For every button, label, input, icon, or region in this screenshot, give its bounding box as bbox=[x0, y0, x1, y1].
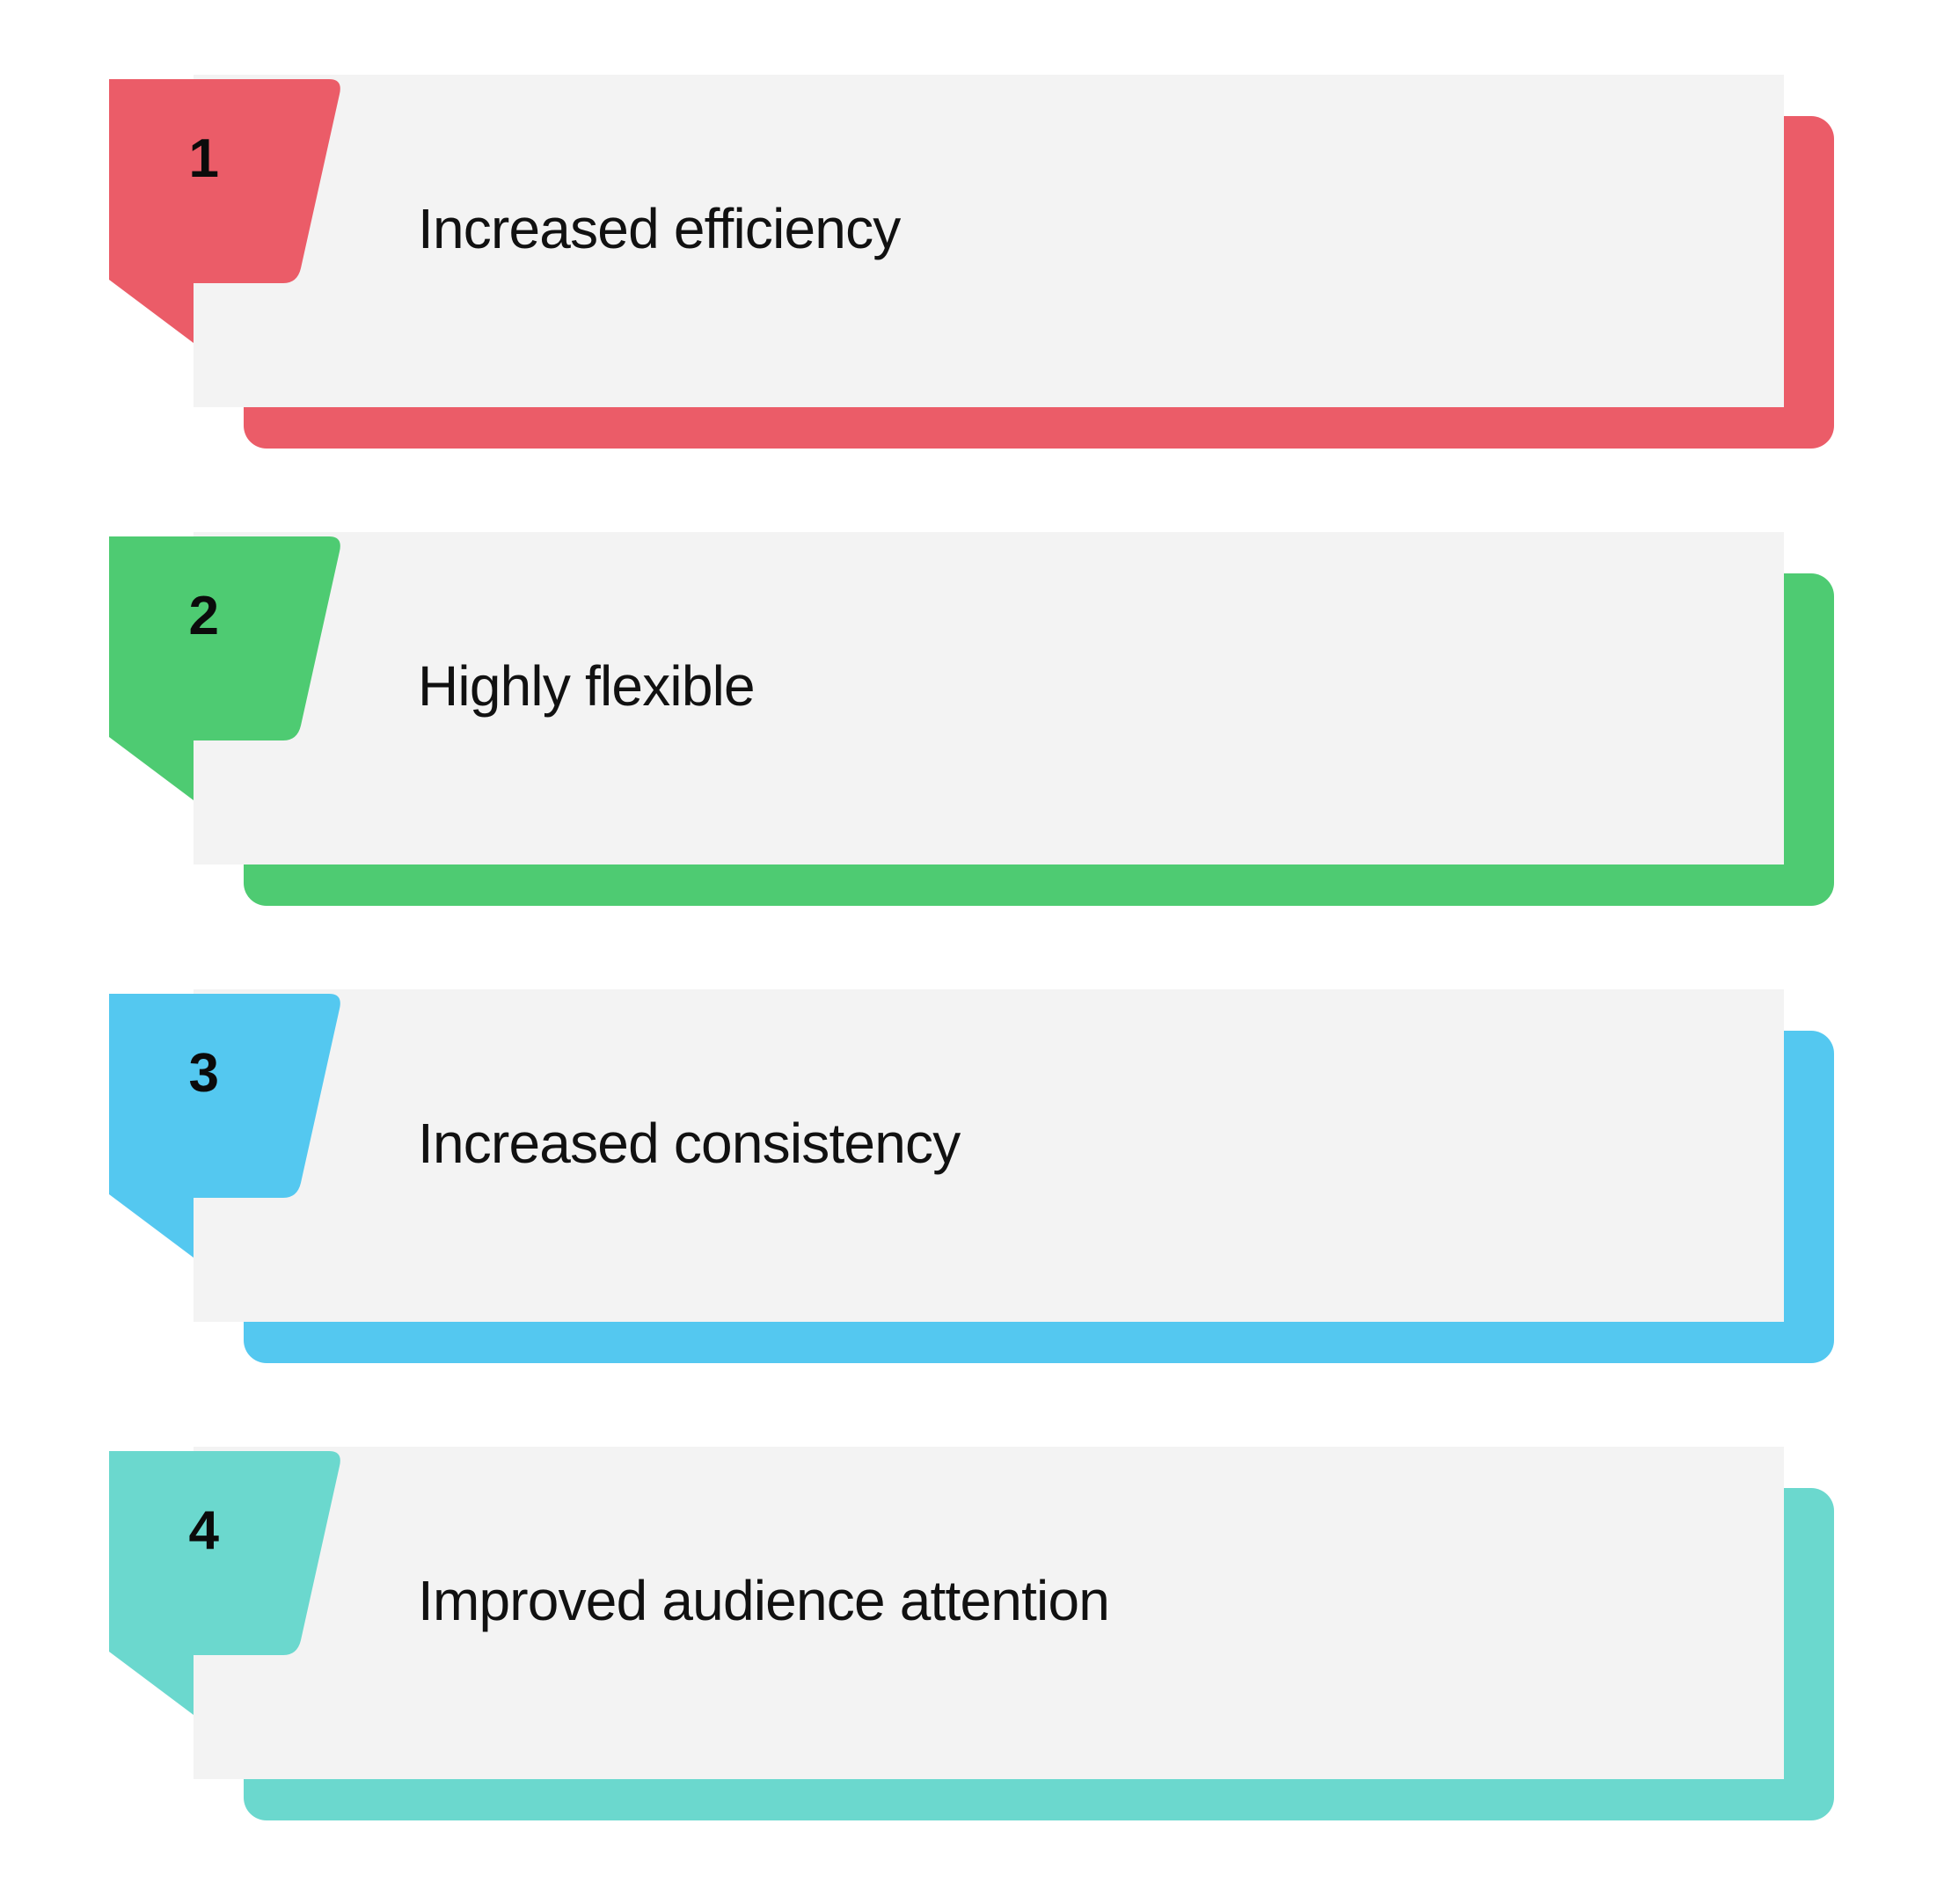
item-label: Highly flexible bbox=[418, 654, 756, 718]
item-panel bbox=[194, 1447, 1784, 1779]
list-item[interactable]: 1 Increased efficiency bbox=[0, 75, 1944, 532]
item-label: Increased efficiency bbox=[418, 197, 901, 260]
badge-shape bbox=[109, 79, 340, 343]
badge-number-label: 3 bbox=[188, 1043, 219, 1104]
item-panel bbox=[194, 532, 1784, 864]
badge-shape bbox=[109, 994, 340, 1258]
item-label: Improved audience attention bbox=[418, 1569, 1110, 1632]
badge-shape bbox=[109, 1451, 340, 1715]
number-badge: 2 bbox=[109, 536, 355, 866]
number-badge: 1 bbox=[109, 79, 355, 409]
item-label: Increased consistency bbox=[418, 1112, 961, 1175]
list-item[interactable]: 3 Increased consistency bbox=[0, 989, 1944, 1447]
list-item[interactable]: 4 Improved audience attention bbox=[0, 1447, 1944, 1904]
badge-shape bbox=[109, 536, 340, 800]
number-badge: 4 bbox=[109, 1451, 355, 1781]
badge-number-label: 2 bbox=[188, 586, 219, 646]
item-panel bbox=[194, 989, 1784, 1322]
number-badge: 3 bbox=[109, 994, 355, 1324]
item-panel bbox=[194, 75, 1784, 407]
badge-number-label: 1 bbox=[188, 128, 219, 189]
list-item[interactable]: 2 Highly flexible bbox=[0, 532, 1944, 989]
badge-number-label: 4 bbox=[188, 1500, 219, 1561]
